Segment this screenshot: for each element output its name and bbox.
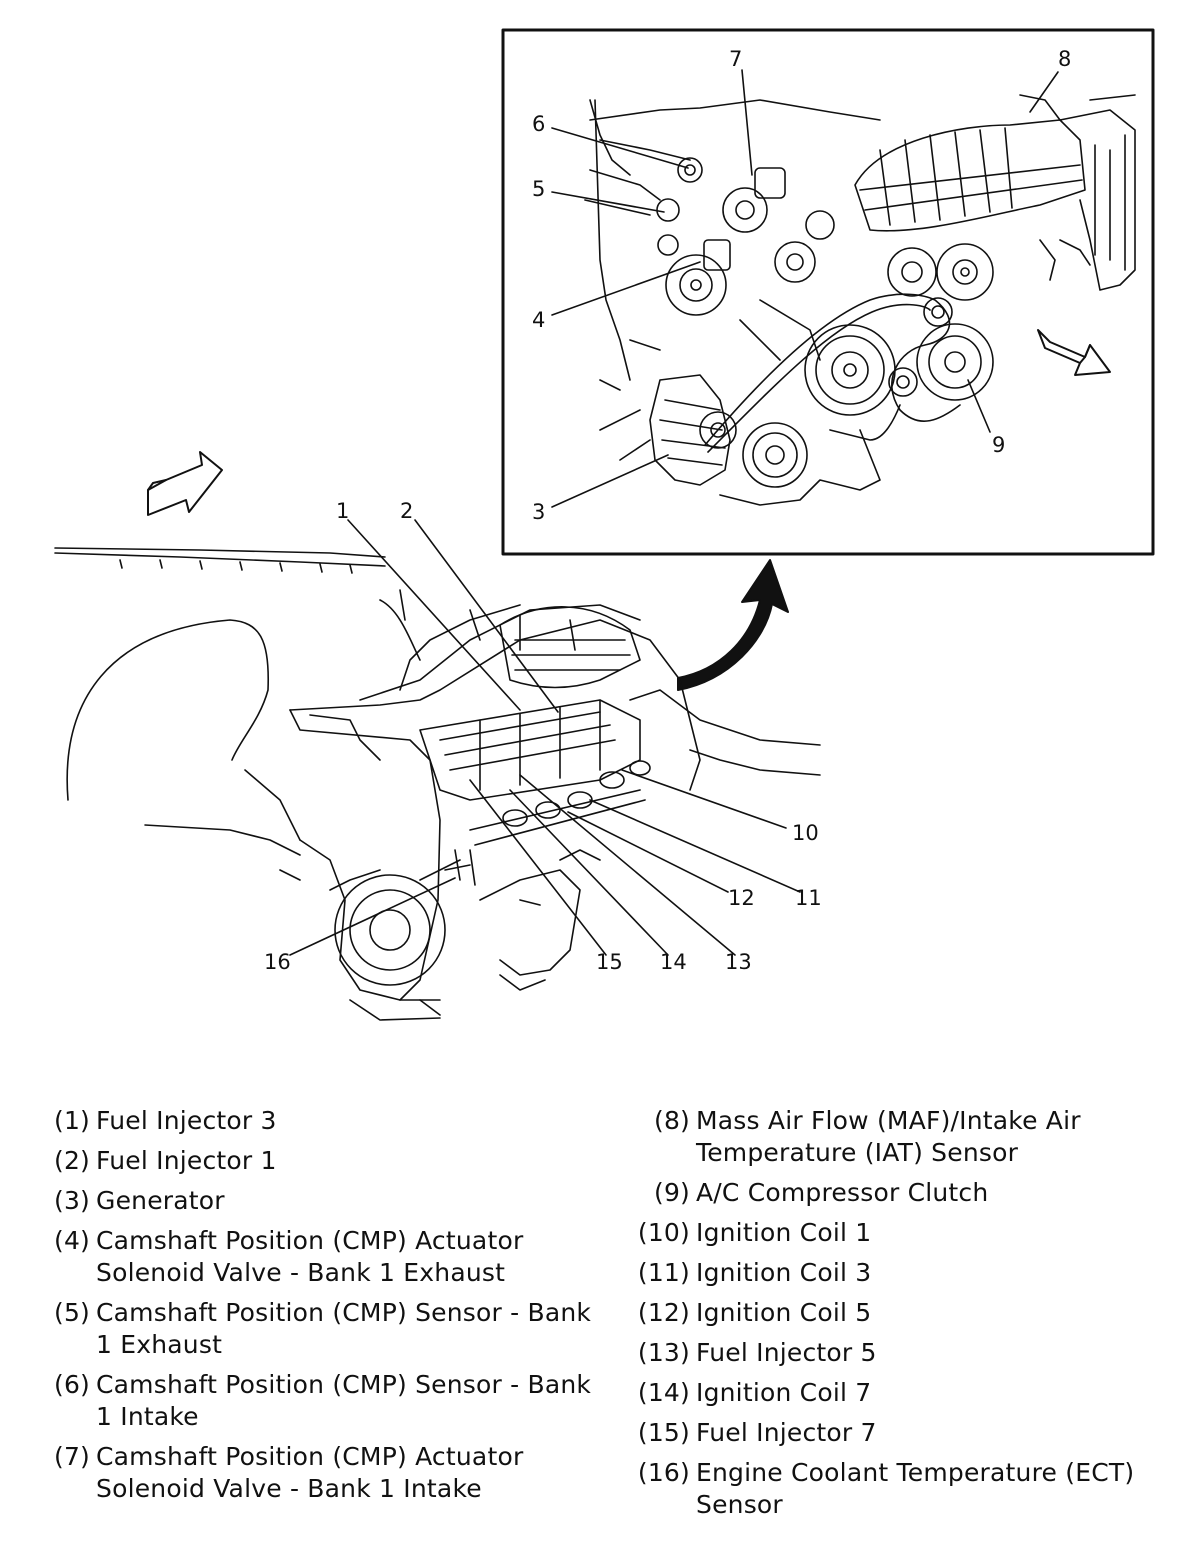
legend-number: (7) bbox=[53, 1442, 90, 1471]
main-engine-artwork bbox=[54, 547, 821, 1021]
callout-6: 6 bbox=[532, 112, 545, 136]
main-direction-arrow bbox=[147, 451, 223, 516]
legend-text: Camshaft Position (CMP) Actuator Solenoi… bbox=[96, 1226, 524, 1287]
legend-text: Ignition Coil 1 bbox=[696, 1218, 872, 1247]
legend-number: (2) bbox=[53, 1146, 90, 1175]
legend-item: (1)Fuel Injector 3 bbox=[44, 1105, 604, 1137]
callout-5: 5 bbox=[532, 177, 545, 201]
legend-text: Fuel Injector 5 bbox=[696, 1338, 877, 1367]
callout-14: 14 bbox=[660, 950, 687, 974]
callout-4: 4 bbox=[532, 308, 545, 332]
legend-number: (11) bbox=[637, 1258, 690, 1287]
callout-3: 3 bbox=[532, 500, 545, 524]
legend-number: (16) bbox=[637, 1458, 690, 1487]
legend-number: (1) bbox=[53, 1106, 90, 1135]
legend-item: (16)Engine Coolant Temperature (ECT) Sen… bbox=[628, 1457, 1188, 1521]
legend-text: Camshaft Position (CMP) Sensor - Bank 1 … bbox=[96, 1370, 592, 1431]
legend-item: (2)Fuel Injector 1 bbox=[44, 1145, 604, 1177]
legend-item: (11)Ignition Coil 3 bbox=[628, 1257, 1188, 1289]
legend-item: (14)Ignition Coil 7 bbox=[628, 1377, 1188, 1409]
legend-right-column: (8)Mass Air Flow (MAF)/Intake Air Temper… bbox=[628, 1105, 1188, 1529]
detail-inset-frame bbox=[501, 28, 1155, 556]
callout-15: 15 bbox=[596, 950, 623, 974]
callout-12: 12 bbox=[728, 886, 755, 910]
legend-text: Generator bbox=[96, 1186, 225, 1215]
callout-13: 13 bbox=[725, 950, 752, 974]
legend-text: Ignition Coil 7 bbox=[696, 1378, 872, 1407]
legend-item: (10)Ignition Coil 1 bbox=[628, 1217, 1188, 1249]
legend-number: (10) bbox=[637, 1218, 690, 1247]
inset-engine-artwork bbox=[584, 94, 1136, 506]
inset-direction-arrow bbox=[1037, 329, 1111, 376]
legend-text: Ignition Coil 3 bbox=[696, 1258, 872, 1287]
legend-text: Engine Coolant Temperature (ECT) Sensor bbox=[696, 1458, 1135, 1519]
legend-number: (5) bbox=[53, 1298, 90, 1327]
legend-number: (4) bbox=[53, 1226, 90, 1255]
main-leader-lines bbox=[289, 519, 801, 956]
callout-11: 11 bbox=[795, 886, 822, 910]
callout-16: 16 bbox=[264, 950, 291, 974]
legend-text: Ignition Coil 5 bbox=[696, 1298, 872, 1327]
legend-number: (12) bbox=[637, 1298, 690, 1327]
callout-labels: 1 2 3 4 5 6 7 8 9 10 11 12 13 14 15 16 bbox=[264, 47, 1071, 974]
legend-text: Fuel Injector 3 bbox=[96, 1106, 277, 1135]
callout-1: 1 bbox=[336, 499, 349, 523]
inset-leader-lines bbox=[551, 69, 1059, 508]
callout-7: 7 bbox=[729, 47, 742, 71]
legend-number: (8) bbox=[653, 1106, 690, 1135]
legend-number: (14) bbox=[637, 1378, 690, 1407]
legend-item: (9)A/C Compressor Clutch bbox=[628, 1177, 1188, 1209]
detail-reference-arrow bbox=[677, 559, 789, 691]
legend-text: Fuel Injector 1 bbox=[96, 1146, 277, 1175]
legend-left-column: (1)Fuel Injector 3 (2)Fuel Injector 1 (3… bbox=[44, 1105, 604, 1513]
legend-item: (12)Ignition Coil 5 bbox=[628, 1297, 1188, 1329]
legend-item: (3)Generator bbox=[44, 1185, 604, 1217]
legend-text: Fuel Injector 7 bbox=[696, 1418, 877, 1447]
legend-item: (7)Camshaft Position (CMP) Actuator Sole… bbox=[44, 1441, 604, 1505]
legend-item: (15)Fuel Injector 7 bbox=[628, 1417, 1188, 1449]
legend-item: (8)Mass Air Flow (MAF)/Intake Air Temper… bbox=[628, 1105, 1188, 1169]
callout-8: 8 bbox=[1058, 47, 1071, 71]
legend-text: A/C Compressor Clutch bbox=[696, 1178, 989, 1207]
legend-item: (6)Camshaft Position (CMP) Sensor - Bank… bbox=[44, 1369, 604, 1433]
legend-number: (3) bbox=[53, 1186, 90, 1215]
legend-text: Camshaft Position (CMP) Actuator Solenoi… bbox=[96, 1442, 524, 1503]
engine-component-diagram: 1 2 3 4 5 6 7 8 9 10 11 12 13 14 15 16 bbox=[54, 28, 1155, 1021]
legend-text: Camshaft Position (CMP) Sensor - Bank 1 … bbox=[96, 1298, 592, 1359]
callout-10: 10 bbox=[792, 821, 819, 845]
legend-number: (13) bbox=[637, 1338, 690, 1367]
callout-9: 9 bbox=[992, 433, 1005, 457]
legend-number: (15) bbox=[637, 1418, 690, 1447]
legend-item: (4)Camshaft Position (CMP) Actuator Sole… bbox=[44, 1225, 604, 1289]
legend-text: Mass Air Flow (MAF)/Intake Air Temperatu… bbox=[696, 1106, 1081, 1167]
legend-number: (6) bbox=[53, 1370, 90, 1399]
callout-2: 2 bbox=[400, 499, 413, 523]
legend-item: (13)Fuel Injector 5 bbox=[628, 1337, 1188, 1369]
legend-number: (9) bbox=[653, 1178, 690, 1207]
legend-item: (5)Camshaft Position (CMP) Sensor - Bank… bbox=[44, 1297, 604, 1361]
